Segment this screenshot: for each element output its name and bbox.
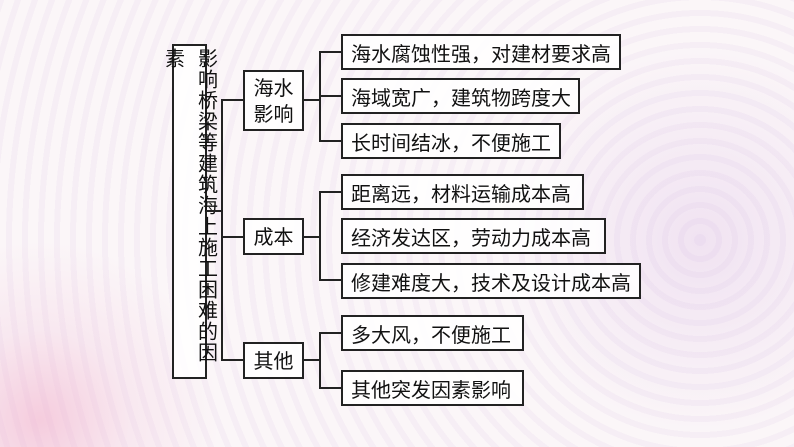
connector (221, 359, 243, 361)
leaf-node: 修建难度大，技术及设计成本高 (341, 263, 641, 299)
leaf-node: 长时间结冰，不便施工 (341, 123, 561, 159)
leaf-node: 距离远，材料运输成本高 (341, 174, 584, 210)
root-node: 影响桥梁等建筑海上施工困难的因素 (162, 44, 219, 379)
leaf-node: 海域宽广，建筑物跨度大 (341, 78, 580, 114)
group-node-seawater: 海水影响 (243, 70, 304, 131)
connector (303, 99, 320, 101)
connector (206, 210, 222, 212)
connector (221, 236, 243, 238)
connector (319, 140, 341, 142)
connector (319, 95, 341, 97)
connector (319, 191, 321, 281)
connector (221, 99, 223, 361)
connector (221, 99, 243, 101)
leaf-node: 经济发达区，劳动力成本高 (341, 218, 606, 254)
group-node-cost: 成本 (243, 218, 304, 255)
connector (303, 236, 320, 238)
connector (303, 359, 320, 361)
connector (319, 387, 341, 389)
connector (319, 332, 321, 389)
leaf-node: 多大风，不便施工 (341, 315, 524, 351)
leaf-node: 海水腐蚀性强，对建材要求高 (341, 34, 621, 70)
connector (319, 332, 341, 334)
connector (319, 191, 341, 193)
connector (319, 279, 341, 281)
connector (319, 51, 341, 53)
group-node-other: 其他 (243, 342, 304, 379)
leaf-node: 其他突发因素影响 (341, 370, 524, 406)
